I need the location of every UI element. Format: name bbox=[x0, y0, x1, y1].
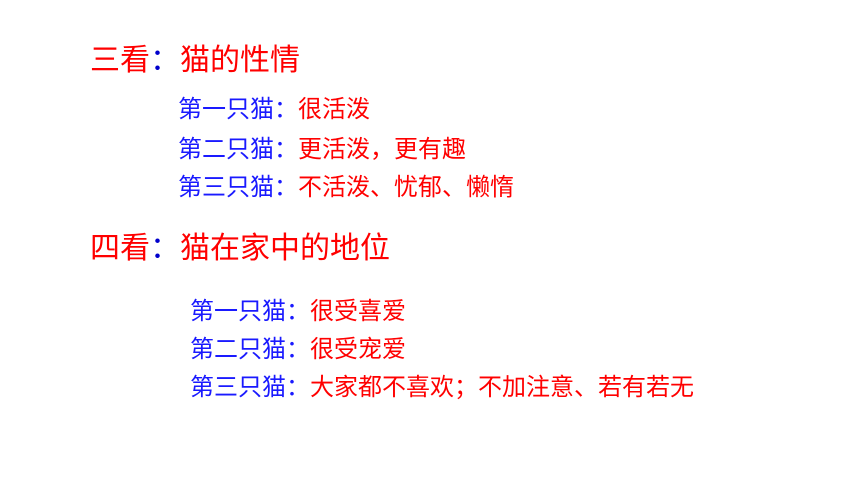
section-lead: 三看 bbox=[90, 43, 150, 78]
item-value: 很受喜爱 bbox=[310, 297, 406, 325]
section-heading-1: 三看：猫的性情 bbox=[90, 43, 300, 79]
list-item: 第二只猫：很受宠爱 bbox=[190, 334, 406, 364]
item-value: 很活泼 bbox=[298, 95, 370, 123]
section-title: 猫在家中的地位 bbox=[180, 231, 390, 266]
list-item: 第三只猫：不活泼、忧郁、懒惰 bbox=[178, 172, 514, 202]
list-item: 第二只猫：更活泼，更有趣 bbox=[178, 134, 466, 164]
list-item: 第一只猫：很活泼 bbox=[178, 94, 370, 124]
item-label: 第三只猫： bbox=[178, 173, 298, 201]
section-title: 猫的性情 bbox=[180, 43, 300, 78]
item-label: 第三只猫： bbox=[190, 373, 310, 401]
list-item: 第三只猫：大家都不喜欢；不加注意、若有若无 bbox=[190, 372, 694, 402]
section-heading-2: 四看：猫在家中的地位 bbox=[90, 231, 390, 267]
item-label: 第一只猫： bbox=[190, 297, 310, 325]
item-label: 第一只猫： bbox=[178, 95, 298, 123]
item-value: 不活泼、忧郁、懒惰 bbox=[298, 173, 514, 201]
item-value: 大家都不喜欢；不加注意、若有若无 bbox=[310, 373, 694, 401]
item-label: 第二只猫： bbox=[178, 135, 298, 163]
list-item: 第一只猫：很受喜爱 bbox=[190, 296, 406, 326]
item-value: 更活泼，更有趣 bbox=[298, 135, 466, 163]
item-value: 很受宠爱 bbox=[310, 335, 406, 363]
section-separator: ： bbox=[150, 231, 180, 266]
item-label: 第二只猫： bbox=[190, 335, 310, 363]
section-separator: ： bbox=[150, 43, 180, 78]
section-lead: 四看 bbox=[90, 231, 150, 266]
